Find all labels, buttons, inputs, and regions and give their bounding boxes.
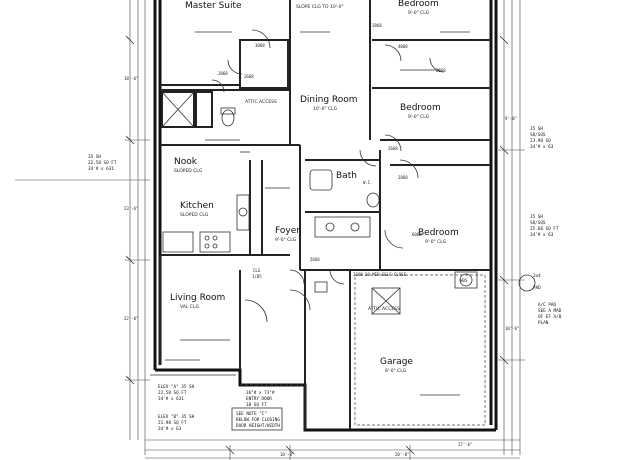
elev-a-line: 22.58 SQ FT (158, 390, 187, 396)
dimension-label: 9'-8" (505, 116, 517, 121)
door-callout: 2868 (372, 23, 382, 28)
ac-pad-size: 3x4 (533, 273, 541, 279)
right-note-line: 23.98 SQ (530, 138, 551, 144)
door-callout: 2668 (388, 146, 398, 151)
sloped-ceiling-note: SLOPE CLG TO 10'-0" (296, 4, 344, 10)
room-nook: Nook (174, 157, 198, 167)
room-garage-ceiling: 8'-0" CLG (385, 368, 407, 374)
clg-label: CLG (253, 268, 261, 273)
room-bath: Bath (336, 171, 357, 181)
dimension-lines (15, 0, 525, 460)
ac-pad-line: OF EF A/B (538, 314, 562, 320)
door-swings (211, 29, 445, 323)
door-callout: 4068 (398, 44, 408, 49)
dimension-ticks (125, 35, 509, 455)
ac-pad-circle (518, 274, 536, 292)
wall-dimension-marks (165, 31, 470, 396)
right-note-line: SQ/SQS (530, 132, 546, 138)
room-bedroom-top-ceiling: 9'-0" CLG (408, 10, 430, 16)
attic-access-garage: ATTIC ACCESS (368, 306, 400, 312)
entry-door-line: 10 SQ FT (246, 402, 267, 408)
closing-note-line: BELOW FOR CLOSING (236, 417, 280, 423)
door-callout: 2868 (218, 71, 228, 76)
room-bedroom-right: Bedroom (418, 228, 459, 238)
elev-b-line: ELEV "B" 35 SH (158, 414, 195, 420)
right-note-line: SQ/SQS (530, 220, 546, 226)
room-living-room: Living Room (170, 293, 225, 303)
room-foyer-ceiling: 9'-0" CLG (275, 237, 297, 243)
dimension-label: 27'-6" (458, 442, 472, 447)
door-callout: 6068 (412, 232, 422, 237)
right-note-line: 34'# x 63 (530, 232, 554, 238)
dimension-label: 10'-6" (505, 326, 519, 331)
room-nook-ceiling: SLOPED CLG (174, 168, 203, 174)
ac-pad-label: PAD (533, 285, 541, 291)
interior-walls (159, 0, 491, 430)
left-note-line: 35 SH (88, 154, 101, 160)
door-callout: 2068 (436, 68, 446, 73)
room-dining-room: Dining Room (300, 95, 358, 105)
elev-b-line: 21.98 SQ FT (158, 420, 187, 426)
fixtures (162, 107, 478, 315)
dimension-label: 23'-6" (124, 206, 138, 211)
door-callout: 2668 (244, 74, 254, 79)
room-dining-ceiling: 10'-0" CLG (313, 106, 338, 112)
entry-door-line: ENTRY DOOR (246, 396, 272, 402)
room-living-ceiling: VAL CLG (180, 304, 199, 310)
dimension-label: 10'-0" (280, 452, 294, 457)
room-foyer: Foyer (275, 226, 300, 236)
room-bedroom-top: Bedroom (398, 0, 439, 9)
dimension-text: 27'-6" 9'-8" 10'-6" 10'-0" 20'-0" 18'-6"… (124, 76, 519, 457)
room-bedroom-mid: Bedroom (400, 103, 441, 113)
elevation-notes: ELEV "A" 35 SH 22.58 SQ FT 34'# x 631 EL… (158, 384, 283, 432)
hbs-label: HBS (460, 278, 468, 283)
wc-label: W.C. (363, 180, 373, 185)
clg-value: 1/B5 (252, 274, 262, 279)
elev-a-line: 34'# x 631 (158, 396, 184, 402)
elev-a-line: ELEV "A" 35 SH (158, 384, 195, 390)
left-note-line: 22.58 SQ FT (88, 160, 117, 166)
room-master-suite: Master Suite (185, 1, 242, 11)
ac-pad-line: PLAN (538, 320, 549, 326)
room-labels: Master Suite Bedroom 9'-0" CLG SLOPE CLG… (170, 0, 459, 374)
closing-note-line: SEE NOTE "C" (236, 411, 267, 417)
right-note-line: 25.68 SQ FT (530, 226, 559, 232)
ac-pad-line: SEE A MAD (538, 308, 562, 314)
garage-door-note: 3268 20 MIN SELF CLOSE (353, 272, 407, 277)
room-bedroom-mid-ceiling: 9'-0" CLG (408, 114, 430, 120)
garage-dashes (240, 274, 486, 426)
door-callout: 2668 (310, 257, 320, 262)
door-callout: 2868 (398, 175, 408, 180)
door-callout: 3068 (255, 43, 265, 48)
left-area-notes: 35 SH 22.58 SQ FT 34'# x 631 (88, 154, 117, 172)
closing-door-note-box (231, 407, 283, 431)
dimension-label: 18'-6" (124, 76, 138, 81)
right-note-line: 34'# x 63 (530, 144, 554, 150)
left-note-line: 34'# x 631 (88, 166, 114, 172)
right-note-line: 35 SH (530, 214, 543, 220)
dimension-label: 22'-0" (124, 316, 138, 321)
entry-door-line: 36"# x 73"# (246, 390, 275, 396)
right-area-notes: 35 SH SQ/SQS 23.98 SQ 34'# x 63 35 SH SQ… (518, 126, 562, 326)
closing-note-line: DOOR HEIGHT/WIDTH (236, 423, 280, 429)
attic-access-master: ATTIC ACCESS (245, 99, 277, 105)
door-callouts: 3068 2868 2668 2868 4068 2068 2668 2868 … (218, 23, 468, 283)
room-kitchen: Kitchen (180, 201, 214, 211)
room-kitchen-ceiling: SLOPED CLG (180, 212, 209, 218)
ac-pad-line: A/C PAD (538, 302, 557, 308)
right-note-line: 35 SH (530, 126, 543, 132)
room-garage: Garage (380, 357, 413, 367)
elev-b-line: 34'# x 63 (158, 426, 182, 432)
dimension-label: 20'-0" (395, 452, 409, 457)
room-bedroom-right-ceiling: 9'-0" CLG (425, 239, 447, 245)
